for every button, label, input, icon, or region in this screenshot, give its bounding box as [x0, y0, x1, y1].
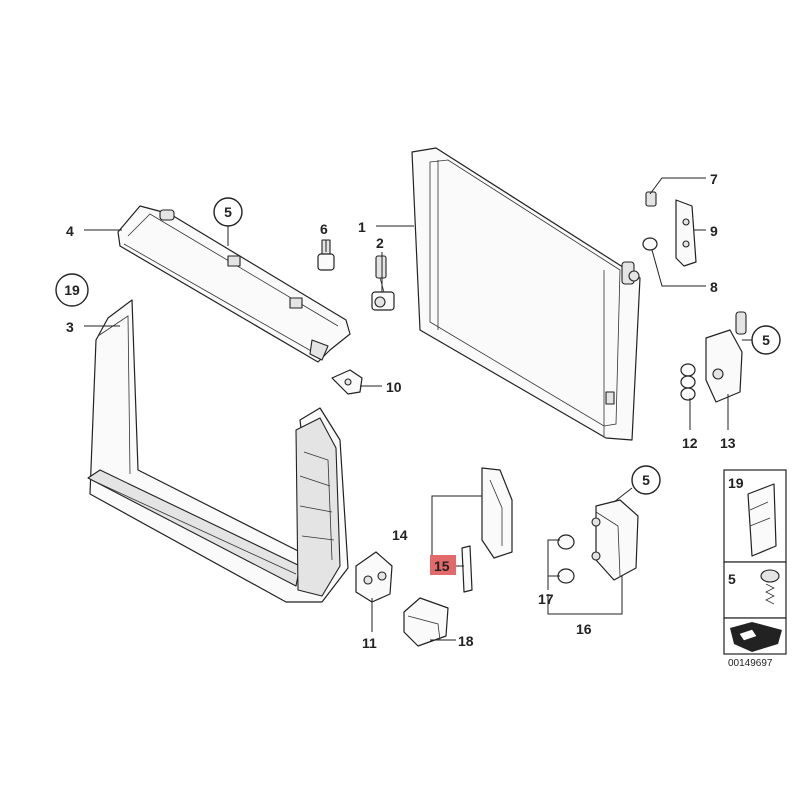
legend-item-5-label: 5 — [728, 571, 736, 587]
legend-item-5-screw-head — [760, 569, 780, 583]
clip-part — [331, 369, 363, 395]
callout-17: 17 — [538, 591, 554, 607]
callout-19: 19 — [64, 282, 80, 298]
part-16-module — [591, 499, 639, 581]
part-17-rings — [557, 534, 575, 584]
callout-2: 2 — [376, 235, 384, 251]
part-15-clip — [461, 545, 473, 593]
callout-7: 7 — [710, 171, 718, 187]
part-14-bracket — [481, 467, 513, 559]
radiator — [411, 147, 641, 441]
callout-8: 8 — [710, 279, 718, 295]
callout-12: 12 — [682, 435, 698, 451]
circled-callouts: 5 19 5 5 — [55, 197, 781, 495]
callout-15-highlight — [430, 555, 456, 575]
callout-4: 4 — [66, 223, 74, 239]
callout-14: 14 — [392, 527, 408, 543]
callout-5-right: 5 — [762, 332, 770, 348]
part-7 — [645, 191, 657, 207]
callout-1: 1 — [358, 219, 366, 235]
catalog-number: 00149697 — [728, 658, 773, 669]
legend-item-19-label: 19 — [728, 475, 744, 491]
callout-18: 18 — [458, 633, 474, 649]
callout-3: 3 — [66, 319, 74, 335]
callout-5-lower: 5 — [642, 472, 650, 488]
legend-item-5-screw-thread — [765, 583, 775, 605]
callout-11: 11 — [362, 635, 377, 651]
callout-15: 15 — [434, 558, 450, 574]
callout-10: 10 — [386, 379, 402, 395]
front-carrier — [87, 299, 349, 603]
part-11-mount — [355, 551, 393, 603]
sensor-part — [371, 255, 395, 311]
part-12-rings — [680, 363, 696, 401]
callout-labels: 1 2 3 4 6 7 8 9 10 11 12 13 14 15 16 17 … — [66, 171, 736, 651]
part-8 — [642, 237, 658, 251]
callout-6: 6 — [320, 221, 328, 237]
callout-9: 9 — [710, 223, 718, 239]
arrow-icon — [730, 622, 782, 652]
callout-13: 13 — [720, 435, 736, 451]
callout-5-upper: 5 — [224, 204, 232, 220]
legend-panel: 19 5 — [723, 469, 787, 655]
legend-item-19-shape — [747, 483, 777, 557]
part-9 — [675, 199, 697, 267]
part-18-block — [403, 597, 449, 647]
upper-support — [117, 205, 351, 363]
part-13-valve — [705, 311, 747, 403]
callout-16: 16 — [576, 621, 592, 637]
